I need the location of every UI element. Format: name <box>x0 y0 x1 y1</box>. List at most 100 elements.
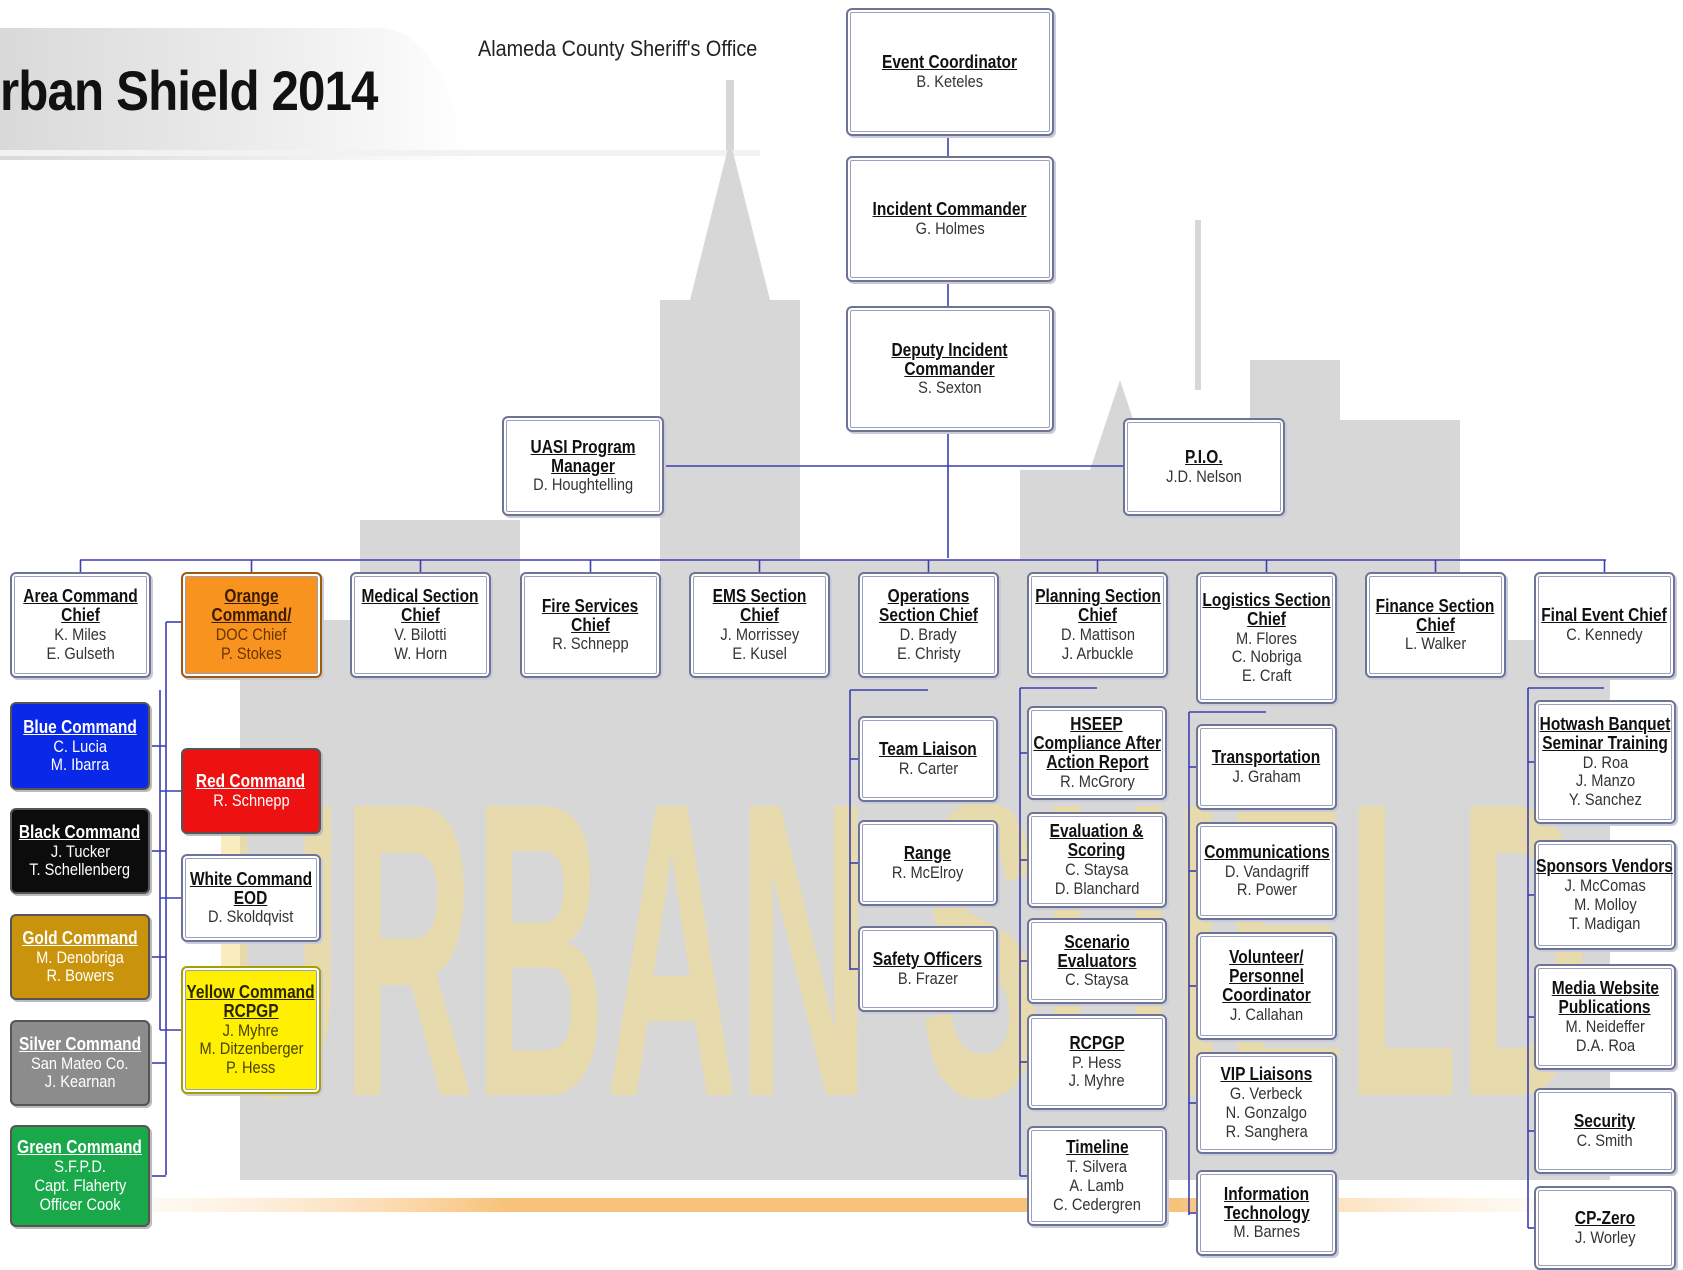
box-title-line: Incident Commander <box>873 199 1027 220</box>
box-name-line: J. Manzo <box>1575 771 1635 791</box>
box-name-line: C. Lucia <box>53 736 107 756</box>
box-name-line: J. Callahan <box>1229 1004 1304 1024</box>
box-name-line: J. Tucker <box>50 841 110 861</box>
box-title-line: Section Chief <box>879 605 978 626</box>
box-title-line: Timeline <box>1065 1137 1129 1158</box>
box-title-line: Security <box>1574 1111 1636 1132</box>
box-title-line: Transportation <box>1212 747 1321 768</box>
box-name-line: R. Schnepp <box>212 791 290 811</box>
box-name-line: T. Madigan <box>1569 913 1641 933</box>
box-name-line: E. Gulseth <box>46 643 115 663</box>
box-name-line: T. Schellenberg <box>29 860 131 880</box>
box-title-line: White Command <box>189 868 313 889</box>
box-title-line: Area Command <box>23 586 138 607</box>
box-title-line: Chief <box>1416 614 1455 635</box>
box-name-line: Y. Sanchez <box>1568 790 1642 810</box>
box-title-line: Scenario <box>1064 931 1130 952</box>
box-name-line: D. Blanchard <box>1054 878 1140 898</box>
box-name-line: J. Kearnan <box>44 1072 116 1092</box>
box-title-line: Evaluators <box>1057 950 1137 971</box>
box-title-line: EMS Section <box>712 586 807 607</box>
box-title-line: Scoring <box>1068 840 1126 861</box>
box-title-line: Finance Section <box>1376 595 1495 616</box>
box-title-line: Black Command <box>19 821 141 842</box>
box-name-line: J. Myhre <box>222 1020 280 1040</box>
box-title-line: Gold Command <box>22 927 138 948</box>
box-title-line: EOD <box>234 887 268 908</box>
box-title-line: Hotwash Banquet <box>1539 713 1671 734</box>
box-title-line: Operations <box>887 586 970 607</box>
box-name-line: M. Ibarra <box>50 755 110 775</box>
box-name-line: P. Hess <box>226 1058 276 1078</box>
box-name-line: J. Worley <box>1574 1228 1636 1248</box>
box-name-line: C. Kennedy <box>1566 625 1643 645</box>
box-name-line: M. Denobriga <box>36 947 124 967</box>
box-name-line: M. Flores <box>1236 628 1297 648</box>
header-band <box>0 28 470 160</box>
box-title-line: VIP Liaisons <box>1220 1064 1313 1085</box>
box-title-line: Coordinator <box>1222 985 1311 1006</box>
box-name-line: San Mateo Co. <box>31 1053 129 1073</box>
box-title-line: Silver Command <box>18 1033 142 1054</box>
box-title-line: Communications <box>1203 841 1330 862</box>
box-name-line: G. Holmes <box>915 219 985 239</box>
box-title-line: Event Coordinator <box>882 52 1018 73</box>
box-name-line: C. Nobriga <box>1231 647 1302 667</box>
box-title-line: Green Command <box>17 1137 143 1158</box>
box-title-line: Sponsors Vendors <box>1536 856 1674 877</box>
box-name-line: M. Neideffer <box>1565 1017 1645 1037</box>
box-name-line: DOC Chief <box>216 625 287 645</box>
box-name-line: J. McComas <box>1564 876 1646 896</box>
box-title-line: Chief <box>1078 605 1117 626</box>
box-name-line: S. Sexton <box>918 378 982 398</box>
box-name-line: D. Brady <box>900 625 957 645</box>
box-name-line: R. Sanghera <box>1225 1121 1308 1141</box>
box-title-line: Technology <box>1223 1202 1310 1223</box>
box-name-line: D. Vandagriff <box>1224 861 1309 881</box>
box-title-line: Medical Section <box>362 586 480 607</box>
box-title-line: Safety Officers <box>873 949 983 970</box>
box-name-line: M. Molloy <box>1573 895 1637 915</box>
box-name-line: R. McElroy <box>892 863 964 883</box>
box-title-line: Chief <box>740 605 779 626</box>
box-title-line: Compliance After <box>1033 733 1161 754</box>
box-title-line: Fire Services <box>542 595 639 616</box>
box-name-line: M. Barnes <box>1233 1222 1300 1242</box>
page-title: rban Shield 2014 <box>0 59 378 122</box>
box-title-line: Range <box>904 843 952 864</box>
box-name-line: G. Verbeck <box>1230 1084 1303 1104</box>
box-title-line: Team Liaison <box>879 739 977 760</box>
box-name-line: L. Walker <box>1404 634 1467 654</box>
box-name-line: C. Staysa <box>1065 970 1129 990</box>
box-name-line: E. Craft <box>1241 666 1292 686</box>
box-title-line: Chief <box>1247 608 1286 629</box>
box-name-line: D. Houghtelling <box>533 475 633 495</box>
box-name-line: J.D. Nelson <box>1166 467 1242 487</box>
box-name-line: C. Cedergren <box>1053 1194 1141 1214</box>
box-title-line: Seminar Training <box>1542 732 1668 753</box>
box-name-line: P. Stokes <box>221 643 282 663</box>
